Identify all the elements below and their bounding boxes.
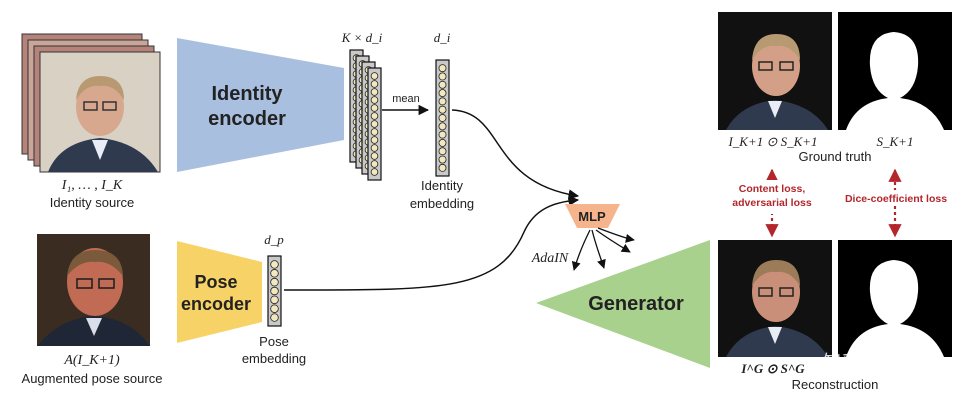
reconstruction-image-caption: I^G ⊙ S^G (740, 361, 805, 376)
pose-embedding-unit (270, 304, 279, 313)
mlp-label: MLP (578, 209, 606, 224)
identity-source-photo (39, 51, 161, 173)
feature-stack-layer-unit (370, 72, 379, 80)
identity-encoder-block (177, 38, 344, 172)
feature-stack-layer-unit (370, 168, 379, 176)
identity-source-photo-stack (21, 33, 161, 173)
pose-embedding-unit (270, 269, 279, 278)
feature-stack-layer-unit (370, 144, 379, 152)
identity-embedding-unit (438, 130, 447, 139)
feature-stack-layer-unit (370, 112, 379, 120)
pose-embedding-unit (270, 286, 279, 296)
identity-embedding-label-line1: Identity (421, 178, 463, 193)
pose-encoder-block (177, 241, 262, 343)
pose-source-photo (37, 234, 150, 346)
feature-stack-layer-unit (370, 80, 379, 88)
pose-embedding-label-line2: embedding (242, 351, 306, 366)
identity-embedding-unit (438, 138, 447, 147)
pose-embedding-label-line1: Pose (259, 334, 289, 349)
feature-stack-layer-unit (370, 96, 379, 104)
feature-stack (349, 49, 382, 181)
identity-encoder-title-line2: encoder (208, 108, 286, 130)
identity-embedding-unit (438, 80, 447, 89)
feature-stack-layer-unit (370, 128, 379, 136)
reconstruction-label: Reconstruction (792, 377, 879, 392)
pose-embedding-unit (270, 260, 279, 269)
adain-arrows (571, 227, 635, 271)
identity-embedding-unit (438, 155, 447, 164)
identity-source-label: Identity source (50, 195, 135, 210)
feature-stack-layer-unit (370, 88, 379, 96)
identity-embedding-unit (438, 97, 447, 106)
reconstruction-photo (718, 240, 832, 357)
pose-source-symbol: A(I_K+1) (63, 353, 120, 368)
pose-embedding-unit (270, 277, 279, 287)
identity-embedding-vector (435, 59, 450, 177)
feature-stack-layer-unit (370, 104, 379, 112)
identity-embedding-unit (438, 64, 447, 73)
feature-stack-label: K × d_i (341, 30, 383, 45)
pose-embedding-symbol: d_p (264, 232, 284, 247)
content-loss-label-line2: adversarial loss (732, 197, 812, 209)
ground-truth-image-caption: I_K+1 ⊙ S_K+1 (727, 134, 817, 149)
feature-stack-layer-unit (370, 136, 379, 144)
dice-loss-bg (846, 190, 946, 206)
identity-embedding-unit (438, 72, 447, 81)
feature-stack-layer-unit (370, 160, 379, 168)
ground-truth-mask-caption: S_K+1 (877, 134, 914, 149)
feature-stack-layer-unit (370, 152, 379, 160)
identity-embedding-unit (438, 105, 447, 114)
content-loss-label-line1: Content loss, (739, 183, 806, 195)
identity-embedding-unit (438, 147, 447, 156)
generator-block (536, 240, 710, 368)
dice-loss-label: Dice-coefficient loss (845, 193, 947, 205)
identity-embedding-unit (438, 163, 447, 172)
adain-label: AdaIN (531, 251, 569, 266)
identity-to-mlp-arrow (451, 109, 580, 200)
reconstruction-mask (838, 240, 952, 357)
feature-stack-layer (367, 67, 382, 181)
pose-embedding-vector (267, 255, 282, 327)
ground-truth-mask (838, 12, 952, 130)
identity-embedding-unit (438, 122, 447, 131)
identity-embedding-symbol: d_i (434, 30, 451, 45)
identity-embedding-unit (438, 89, 447, 98)
feature-stack-layer-unit (370, 120, 379, 128)
generator-label: Generator (588, 293, 684, 315)
pose-encoder-title-line1: Pose (194, 272, 237, 292)
identity-encoder-title-line1: Identity (211, 83, 283, 105)
identity-embedding-unit (438, 114, 447, 122)
pose-to-mlp-arrow (283, 195, 580, 291)
ground-truth-label: Ground truth (799, 149, 872, 164)
ground-truth-photo (718, 12, 832, 130)
pose-embedding-unit (270, 295, 279, 305)
pose-source-label: Augmented pose source (22, 371, 163, 386)
content-loss-bg (728, 180, 818, 214)
mean-label: mean (392, 93, 420, 105)
pose-encoder-title-line2: encoder (181, 294, 251, 314)
mlp-block (565, 204, 620, 228)
identity-embedding-label-line2: embedding (410, 196, 474, 211)
pose-embedding-unit (270, 313, 279, 322)
identity-source-symbol: I₁, … , I_K (61, 178, 123, 193)
watermark: 知乎 @哦哦哦 (823, 352, 937, 373)
